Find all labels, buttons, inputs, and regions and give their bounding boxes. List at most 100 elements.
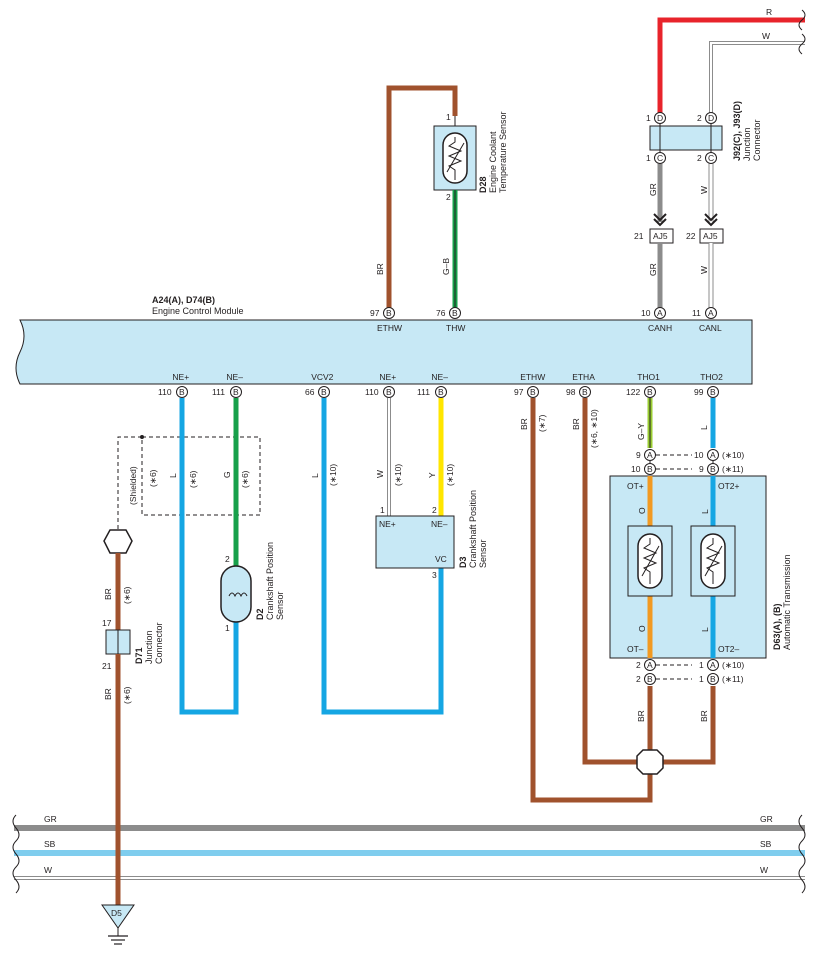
trans-out-right-0: A1 — [699, 659, 719, 671]
j92-pin-d1 — [654, 112, 666, 124]
ecm-terminal-name: NE– — [226, 372, 243, 382]
svg-text:(∗6): (∗6) — [122, 586, 132, 604]
pin-number: 98 — [566, 387, 576, 397]
svg-text:Sensor: Sensor — [275, 591, 285, 620]
crank-sensor-d3-code: D3 — [458, 556, 468, 568]
svg-text:2: 2 — [225, 554, 230, 564]
pin-conn-letter: B — [647, 387, 653, 397]
svg-text:Junction: Junction — [144, 630, 154, 664]
trans-out-right-1: B1 — [699, 673, 719, 685]
ecm-bottom-terminal-2: B66 — [305, 386, 330, 398]
svg-text:L: L — [700, 509, 710, 514]
junction-j92-body — [649, 125, 723, 151]
pin-conn-letter: A — [708, 308, 714, 318]
trans-in-right-1: B9 — [699, 463, 719, 475]
pin-number: 10 — [694, 450, 704, 460]
svg-text:(∗6): (∗6) — [122, 686, 132, 704]
pin-conn-letter: B — [710, 464, 716, 474]
ecm-code: A24(A), D74(B) — [152, 295, 215, 305]
ground-triangle-icon — [101, 904, 135, 929]
pin-conn-letter: B — [710, 674, 716, 684]
svg-text:1: 1 — [646, 153, 651, 163]
ecm-terminal-name: NE+ — [172, 372, 189, 382]
ecm-name: Engine Control Module — [152, 306, 244, 316]
can-wires: R W D 1 D 2 C 1 C 2 J92(C), J93(D) Junct… — [634, 7, 806, 308]
ecm-terminal-name: ETHA — [572, 372, 595, 382]
svg-text:1: 1 — [380, 505, 385, 515]
wire-br-coolant — [386, 85, 458, 308]
pin-number: 11 — [692, 308, 701, 318]
wire-br-trans-right — [663, 686, 716, 765]
svg-text:17: 17 — [102, 618, 112, 628]
note: (∗11) — [722, 674, 744, 684]
pin-number: 2 — [636, 674, 641, 684]
ecm-terminal-name: VCV2 — [311, 372, 333, 382]
ethw-etha-wires: BR (∗7) BR (∗6, ∗10) — [519, 398, 653, 803]
svg-text:Crankshaft Position: Crankshaft Position — [468, 490, 478, 568]
trans-in-left-0: A9 — [636, 449, 656, 461]
ecm-terminal-name: ETHW — [377, 323, 402, 333]
note: (∗10) — [722, 450, 744, 460]
junction-j92-code: J92(C), J93(D) — [732, 101, 742, 161]
pin-conn-letter: A — [647, 450, 653, 460]
ecm: A24(A), D74(B) Engine Control Module B97… — [15, 295, 753, 398]
ground-d5: D5 — [101, 904, 135, 945]
svg-text:G–B: G–B — [441, 258, 451, 275]
svg-text:C: C — [708, 153, 714, 163]
svg-text:AJ5: AJ5 — [703, 231, 718, 241]
ecm-bottom-terminal-6: B98 — [566, 386, 591, 398]
svg-text:D: D — [708, 113, 714, 123]
j92-pin-d2 — [705, 112, 717, 124]
pin-conn-letter: B — [386, 308, 392, 318]
svg-text:L: L — [310, 473, 320, 478]
ecm-top-terminal-thw: B 76 — [436, 307, 461, 319]
svg-text:C: C — [657, 153, 663, 163]
pin-number: 110 — [158, 387, 172, 397]
wire-r — [657, 17, 805, 116]
svg-text:Y: Y — [427, 472, 437, 478]
pin-conn-letter: A — [647, 660, 653, 670]
pin-number: 76 — [436, 308, 446, 318]
svg-text:1: 1 — [446, 112, 451, 122]
ecm-bottom-terminal-0: B 110 — [158, 386, 188, 398]
pin-conn-letter: B — [179, 387, 185, 397]
svg-text:L: L — [699, 425, 709, 430]
svg-text:W: W — [760, 865, 768, 875]
pin-conn-letter: B — [647, 464, 653, 474]
pin-conn-letter: B — [452, 308, 458, 318]
svg-text:1: 1 — [646, 113, 651, 123]
pin-conn-letter: B — [386, 387, 392, 397]
pin-number: 111 — [212, 387, 225, 397]
svg-text:(∗10): (∗10) — [445, 464, 455, 486]
svg-text:Automatic Transmission: Automatic Transmission — [782, 554, 792, 650]
ecm-terminal-name: ETHW — [520, 372, 545, 382]
pin-conn-letter: A — [657, 308, 663, 318]
j92-pin-c2 — [705, 152, 717, 164]
svg-text:NE+: NE+ — [379, 519, 396, 529]
svg-text:21: 21 — [634, 231, 644, 241]
pin-number: 1 — [699, 674, 704, 684]
pin-conn-letter: B — [530, 387, 536, 397]
svg-text:G–Y: G–Y — [636, 423, 646, 440]
svg-text:(∗6, ∗10): (∗6, ∗10) — [589, 409, 599, 448]
svg-text:BR: BR — [636, 710, 646, 722]
j92-pin-c1 — [654, 152, 666, 164]
svg-text:D: D — [657, 113, 663, 123]
pin-number: 10 — [631, 464, 641, 474]
pin-number: 10 — [641, 308, 651, 318]
ecm-bottom-terminal-8: B99 — [694, 386, 719, 398]
svg-text:W: W — [375, 470, 385, 478]
wire-l-d3 — [321, 398, 444, 715]
ecm-terminal-name: THO1 — [637, 372, 660, 382]
svg-text:W: W — [699, 266, 709, 274]
pin-conn-letter: A — [710, 450, 716, 460]
svg-text:OT2–: OT2– — [718, 644, 740, 654]
svg-text:GR: GR — [44, 814, 57, 824]
trans-out-left-1: B2 — [636, 673, 656, 685]
